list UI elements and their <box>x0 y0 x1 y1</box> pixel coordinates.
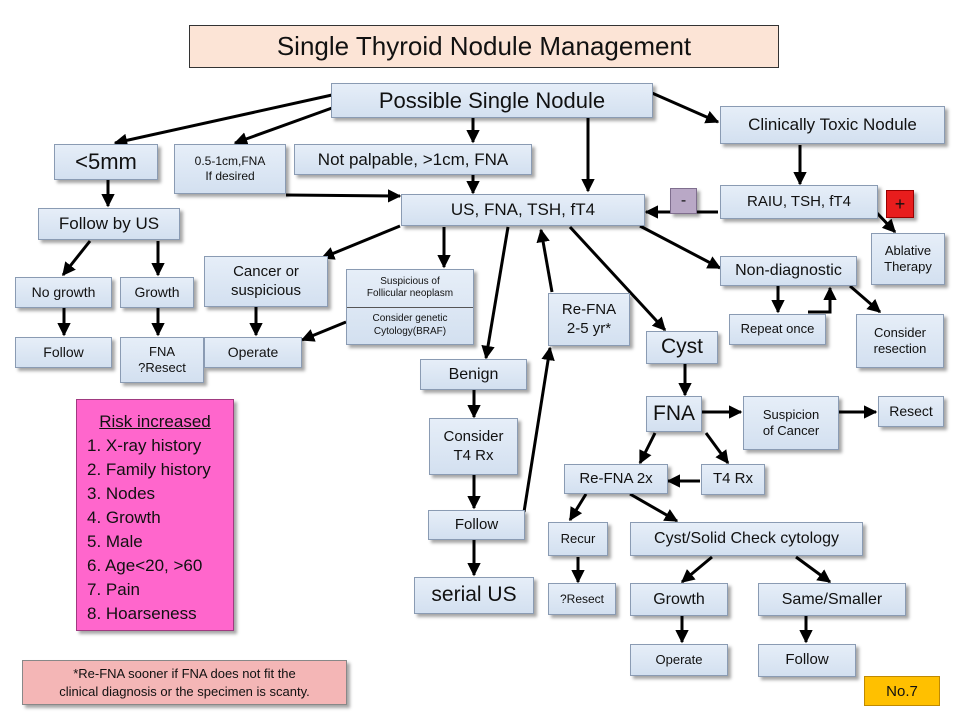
minus-sign: - <box>670 188 697 214</box>
node-cyst: Cyst <box>646 331 718 364</box>
suspicious-line1: Suspicious of <box>380 275 440 287</box>
resection-line2: resection <box>873 341 927 356</box>
risk-factors-box: Risk increased 1. X-ray history 2. Famil… <box>76 399 234 631</box>
node-consider-resection: Consider resection <box>856 314 944 368</box>
node-no-growth: No growth <box>15 277 112 308</box>
node-benign: Benign <box>420 359 527 390</box>
arrow-nodule-to-05-1cm <box>233 106 333 146</box>
suspicion-line1: Suspicion <box>762 406 820 422</box>
arrow-non-diag-to-resection <box>849 284 882 314</box>
node-05-1cm-line1: 0.5-1cm,FNA <box>194 154 266 168</box>
node-suspicious-follicular: Suspicious of Follicular neoplasm Consid… <box>346 269 474 345</box>
diagram-title: Single Thyroid Nodule Management <box>189 25 779 68</box>
node-operate-left: Operate <box>204 337 302 368</box>
cancer-line2: suspicious <box>230 281 302 299</box>
arrow-re-fna-2x-to-recur <box>568 493 588 522</box>
node-t4-rx: T4 Rx <box>701 464 765 495</box>
suspicion-line2: of Cancer <box>762 423 820 438</box>
suspicious-follicular-top: Suspicious of Follicular neoplasm <box>347 270 473 308</box>
risk-item: 3. Nodes <box>87 484 156 503</box>
node-follow-by-us: Follow by US <box>38 208 180 240</box>
arrow-05-1cm-to-us-fna <box>285 189 402 203</box>
node-not-palpable: Not palpable, >1cm, FNA <box>294 144 532 175</box>
node-serial-us: serial US <box>414 577 534 614</box>
node-raiu-tsh-ft4: RAIU, TSH, fT4 <box>720 185 878 219</box>
arrow-us-fna-to-non-diagnostic <box>639 224 722 270</box>
risk-item: 1. X-ray history <box>87 436 202 455</box>
node-cyst-solid-check: Cyst/Solid Check cytology <box>630 522 863 556</box>
risk-item: 5. Male <box>87 532 143 551</box>
arrow-us-fna-to-cyst <box>568 225 667 332</box>
node-05-1cm-fna: 0.5-1cm,FNA If desired <box>174 144 286 194</box>
node-fna-resect: FNA ?Resect <box>120 337 204 383</box>
node-ablative-therapy: Ablative Therapy <box>871 233 945 285</box>
node-suspicion-of-cancer: Suspicion of Cancer <box>743 396 839 450</box>
node-clinically-toxic-nodule: Clinically Toxic Nodule <box>720 106 945 144</box>
node-re-fna-2x: Re-FNA 2x <box>564 464 668 494</box>
arrow-nodule-to-lt5mm <box>113 93 333 147</box>
genetic-line2: Cytology(BRAF) <box>373 325 447 337</box>
risk-item: 4. Growth <box>87 508 161 527</box>
arrow-repeat-to-non-diagnostic <box>808 286 837 314</box>
node-follow-left: Follow <box>15 337 112 368</box>
re-fna-line2: 2-5 yr* <box>566 319 612 337</box>
arrow-fna-to-t4rx <box>704 432 730 465</box>
consider-genetic-bottom: Consider genetic Cytology(BRAF) <box>347 308 473 345</box>
arrow-fna-to-re-fna-2x <box>638 432 657 465</box>
risk-item: 7. Pain <box>87 580 140 599</box>
node-resect-question: ?Resect <box>548 583 616 615</box>
consider-t4-line1: Consider <box>443 427 504 445</box>
arrow-us-fna-to-benign <box>481 226 510 360</box>
node-re-fna-2-5yr: Re-FNA 2-5 yr* <box>548 293 630 346</box>
node-consider-t4-rx: Consider T4 Rx <box>429 418 518 475</box>
node-possible-single-nodule: Possible Single Nodule <box>331 83 653 118</box>
arrow-re-fna-2x-to-cyst-solid <box>629 492 679 523</box>
plus-sign: + <box>886 190 914 218</box>
node-repeat-once: Repeat once <box>729 314 826 345</box>
node-cancer-or-suspicious: Cancer or suspicious <box>204 256 328 307</box>
node-lt5mm: <5mm <box>54 144 158 180</box>
risk-item: 6. Age<20, >60 <box>87 556 203 575</box>
node-05-1cm-line2: If desired <box>205 169 255 183</box>
ablative-line2: Therapy <box>884 259 932 274</box>
arrow-raiu-to-ablative <box>874 210 897 234</box>
arrow-cyst-solid-to-same <box>795 555 832 584</box>
genetic-line1: Consider genetic <box>372 313 448 325</box>
arrow-re-fna-to-us-fna <box>536 228 554 293</box>
risk-item: 8. Hoarseness <box>87 604 197 623</box>
footnote-line1: *Re-FNA sooner if FNA does not fit the <box>73 666 296 681</box>
risk-title: Risk increased <box>99 412 211 431</box>
arrow-nodule-to-toxic <box>651 91 720 124</box>
risk-item: 2. Family history <box>87 460 211 479</box>
node-fna-cyst: FNA <box>646 396 702 432</box>
re-fna-line1: Re-FNA <box>561 300 617 318</box>
arrow-cyst-solid-to-growth <box>680 555 713 584</box>
ablative-line1: Ablative <box>884 242 932 258</box>
fna-resect-line2: ?Resect <box>138 360 186 375</box>
node-follow-right: Follow <box>758 644 856 677</box>
node-non-diagnostic: Non-diagnostic <box>720 256 857 286</box>
fna-resect-line1: FNA <box>149 343 175 359</box>
node-growth-right: Growth <box>630 583 728 616</box>
node-operate-right: Operate <box>630 644 728 676</box>
node-resect: Resect <box>878 396 944 427</box>
node-growth-left: Growth <box>120 277 194 308</box>
arrow-us-fna-to-cancer <box>320 224 401 260</box>
node-same-smaller: Same/Smaller <box>758 583 906 616</box>
node-us-fna-tsh-ft4: US, FNA, TSH, fT4 <box>401 194 645 226</box>
page-number-badge: No.7 <box>864 676 940 706</box>
consider-t4-line2: T4 Rx <box>453 446 494 464</box>
arrow-followus-to-no-growth <box>61 240 92 277</box>
arrow-follow-to-re-fna <box>522 346 555 513</box>
resection-line1: Consider <box>873 324 927 340</box>
node-follow-mid: Follow <box>428 510 525 540</box>
cancer-line1: Cancer or <box>233 262 299 280</box>
risk-list: 1. X-ray history 2. Family history 3. No… <box>87 434 233 626</box>
footnote-line2: clinical diagnosis or the specimen is sc… <box>59 684 310 699</box>
arrow-suspicious-to-operate <box>300 320 347 342</box>
suspicious-line2: Follicular neoplasm <box>366 288 454 300</box>
node-recur: Recur <box>548 522 608 556</box>
footnote: *Re-FNA sooner if FNA does not fit the c… <box>22 660 347 705</box>
